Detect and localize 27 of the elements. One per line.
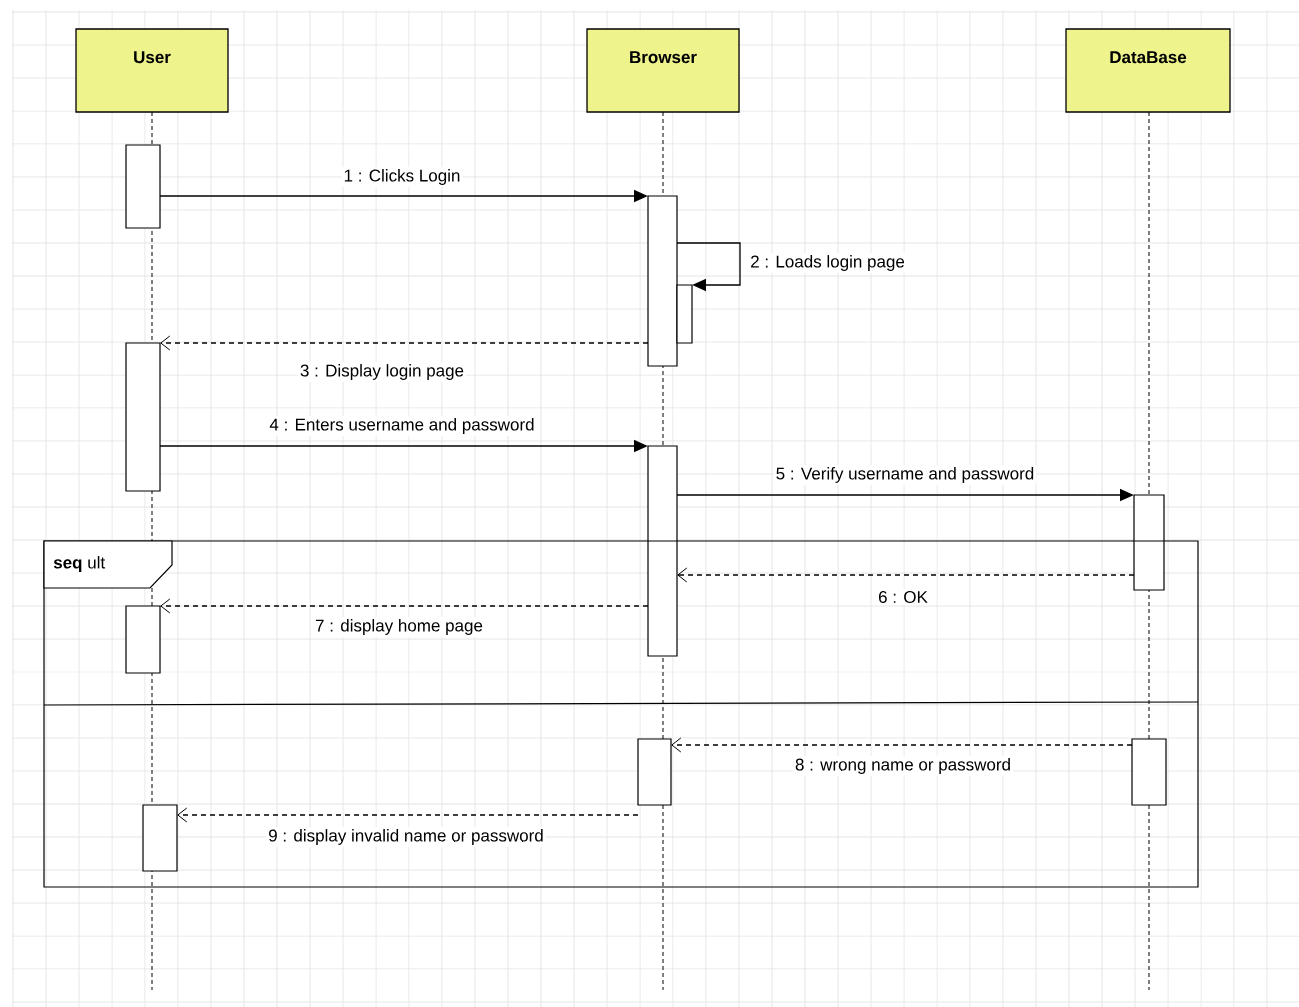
lifeline-head: Browser: [586, 28, 740, 113]
message-label: 7 : display home page: [313, 617, 485, 637]
activation-bar: [676, 284, 693, 344]
message-arrow: [177, 807, 639, 823]
message-label: 9 : display invalid name or password: [266, 827, 546, 847]
message-label: 3 : Display login page: [297, 362, 467, 382]
activation-bar: [125, 144, 161, 229]
message-arrow: [671, 737, 1133, 753]
message-label: 5 : Verify username and password: [773, 465, 1037, 485]
message-label: 1 : Clicks Login: [341, 167, 463, 187]
activation-bar: [1131, 738, 1167, 806]
activation-bar: [125, 605, 161, 674]
lifeline-head: DataBase: [1065, 28, 1231, 113]
activation-bar: [637, 738, 672, 806]
activation-bar: [142, 804, 178, 872]
message-arrow: [160, 335, 649, 351]
activation-bar: [125, 342, 161, 492]
activation-bar: [1133, 494, 1165, 591]
message-label: 8 : wrong name or password: [792, 756, 1014, 776]
message-label: 6 : OK: [876, 589, 930, 605]
message-label: 2 : Loads login page: [748, 253, 907, 273]
activation-bar: [647, 445, 678, 657]
message-arrow: [677, 567, 1135, 583]
message-arrow: [676, 242, 741, 292]
message-arrow: [160, 598, 649, 614]
lifeline-head: User: [75, 28, 229, 113]
message-label: 4 : Enters username and password: [267, 416, 537, 436]
